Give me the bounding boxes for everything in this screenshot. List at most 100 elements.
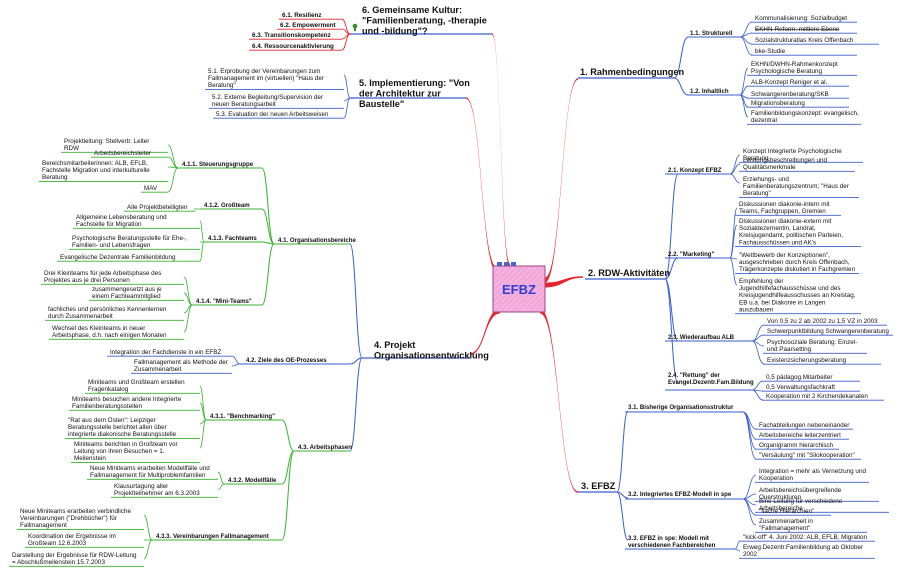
- leaf-steuerungsgruppe[interactable]: Bereichsmitarbeiterinnen: ALB, EFLB,Fach…: [42, 160, 150, 181]
- connector-line: [167, 144, 179, 169]
- leaf-bisherige-struktur[interactable]: Organigramm hierarchisch: [759, 442, 834, 449]
- subtopic-fachteams[interactable]: 4.1.3. Fachteams: [208, 235, 257, 242]
- connector-line: [217, 471, 225, 485]
- main-topic-rdw-aktivitaeten[interactable]: 2. RDW-Aktivitäten: [588, 268, 670, 278]
- leaf-integriertes-modell[interactable]: "flache Hierarchien": [759, 508, 814, 515]
- main-topic-rahmenbedingungen[interactable]: 1. Rahmenbedingungen: [580, 67, 685, 77]
- leaf-grossteam[interactable]: Alle Projektbeteiligten: [127, 204, 188, 211]
- subtopic-benchmarking[interactable]: 4.3.1. "Benchmarking": [210, 413, 275, 420]
- leaf-strukturell[interactable]: Kommunalisierung: Sozialbudget: [755, 15, 847, 22]
- subtopic-integriertes-efbz-modell[interactable]: 3.2. Integriertes EFBZ-Modell in spe: [628, 491, 732, 498]
- branch-connector-3: [540, 308, 578, 493]
- subtopic-grossteam[interactable]: 4.1.2. Großteam: [204, 202, 250, 209]
- leaf-bisherige-struktur[interactable]: Fachabteilungen nebeneinander: [759, 422, 849, 429]
- leaf-vereinbarungen-fallmanagement[interactable]: Darstellung der Ergebnisse für RDW-Leitu…: [12, 552, 137, 566]
- leaf-inhaltlich[interactable]: Familienbildungskonzept: evangelisch,dez…: [751, 110, 859, 124]
- subtopic-steuerungsgruppe[interactable]: 4.1.1. Steuerungsgruppe: [182, 161, 254, 168]
- connector-line: [616, 491, 629, 541]
- leaf-strukturell[interactable]: Sozialstrukturatlas Kreis Offenbach: [755, 37, 854, 44]
- connector-lines: [9, 18, 893, 567]
- connector-line: [673, 36, 689, 79]
- leaf-gemeinsame-kultur[interactable]: 6.2. Empowerment: [280, 22, 337, 29]
- main-topic-efbz[interactable]: 3. EFBZ: [581, 481, 616, 491]
- leaf-gemeinsame-kultur[interactable]: 6.4. Ressourcenaktivierung: [252, 43, 334, 50]
- connector-line: [729, 257, 738, 286]
- leaf-steuerungsgruppe[interactable]: Arbeitsbereichsleiter: [94, 150, 151, 157]
- leaf-inhaltlich[interactable]: Schwangerenberatung/SKB: [751, 91, 829, 98]
- subtopic-strukturell[interactable]: 1.1. Strukturell: [690, 30, 733, 37]
- leaf-ziele-oe[interactable]: Integration der Fachdienste in ein EFBZ: [110, 349, 221, 356]
- leaf-strukturell[interactable]: EKHN-Reform: mittlere Ebene: [755, 26, 840, 33]
- leaf-fachteams[interactable]: Evangelische Dezentrale Familienbildung: [60, 254, 176, 261]
- connector-line: [751, 324, 765, 342]
- leaf-implementierung[interactable]: 5.3. Evaluation der neuen Arbeitsweisen: [216, 111, 329, 118]
- subtopic-organisationsbereiche[interactable]: 4.1. Organisationsbereiche: [278, 237, 357, 244]
- subtopic-arbeitsphasen[interactable]: 4.3. Arbeitsphasen: [298, 444, 352, 451]
- subtopic-marketing[interactable]: 2.2. "Marketing": [668, 251, 715, 258]
- connector-line: [734, 540, 741, 550]
- center-topic[interactable]: EFBZ: [492, 262, 546, 313]
- leaf-modellfaelle[interactable]: Neue Miniteams erarbeiten Modellfälle un…: [90, 465, 210, 479]
- leaf-wiederaufbau-alb[interactable]: Existenzsicherungsberatung: [767, 357, 847, 364]
- leaf-wiederaufbau-alb[interactable]: Von 0,5 zu 2 ab 2002 zu 1,5 VZ in 2003: [767, 318, 878, 325]
- leaf-gemeinsame-kultur[interactable]: 6.1. Resilienz: [282, 12, 322, 19]
- leaf-mini-teams[interactable]: fachliches und persönliches Kennenlernen…: [48, 306, 167, 320]
- leaf-integriertes-modell[interactable]: Zusammenarbeit in"Fallmanagement": [759, 518, 813, 532]
- leaf-inhaltlich[interactable]: ALB-Konzept Reniger et al.: [751, 79, 828, 86]
- subtopic-inhaltlich[interactable]: 1.2. Inhaltlich: [690, 88, 729, 95]
- leaf-gemeinsame-kultur[interactable]: 6.3. Transitionskompetenz: [252, 32, 331, 39]
- leaf-strukturell[interactable]: bke-Studie: [755, 48, 786, 55]
- connector-line: [729, 224, 738, 259]
- leaf-bisherige-struktur[interactable]: "Versäulung" mit "Silokooperation": [759, 452, 855, 459]
- leaf-rettung-familienbildung[interactable]: 0,5 pädagog.Mitarbeiter: [766, 374, 833, 381]
- leaf-efbz-fachbereiche[interactable]: "kick-off" 4. Juni 2002: ALB, EFLB, Migr…: [743, 534, 868, 541]
- subtopic-vereinbarungen-fallmanagement[interactable]: 4.3.3. Vereinbarungen Fallmanagement: [156, 533, 269, 540]
- leaf-marketing[interactable]: "Wettbewerb der Konzeptionen",ausgeschri…: [739, 252, 855, 273]
- leaf-mini-teams[interactable]: Drei Kleinteams für jede Arbeitsphase de…: [44, 270, 161, 284]
- subtopic-konzept-efbz[interactable]: 2.1. Konzept EFBZ: [668, 167, 722, 174]
- leaf-inhaltlich[interactable]: Migrationsberatung: [751, 100, 805, 107]
- leaf-bisherige-struktur[interactable]: Arbeitsbereiche leiterzentriert: [759, 432, 841, 439]
- subtopic-bisherige-organisationsstruktur[interactable]: 3.1. Bisherige Organisationsstruktur: [628, 404, 734, 411]
- leaf-rettung-familienbildung[interactable]: 0,5 Verwaltungsfachkraft: [766, 384, 835, 391]
- subtopic-ziele-oe-prozess[interactable]: 4.2. Ziele des OE-Prozesses: [246, 357, 327, 364]
- leaf-wiederaufbau-alb[interactable]: Schwerpunktbildung Schwangerenberatung: [767, 328, 889, 335]
- main-topic-gemeinsame-kultur[interactable]: 6. Gemeinsame Kultur:"Familienberatung, …: [362, 5, 487, 36]
- leaf-rettung-familienbildung[interactable]: Kooperation mit 2 Kirchendekanaten: [766, 393, 868, 400]
- leaf-steuerungsgruppe[interactable]: MAV: [144, 185, 158, 192]
- leaf-wiederaufbau-alb[interactable]: Psychosoziale Beratung: Einzel-und Paars…: [767, 339, 857, 353]
- subtopic-modellfaelle[interactable]: 4.3.2. Modellfälle: [228, 477, 277, 484]
- subtopic-wiederaufbau-alb[interactable]: 2.3. Wiederaufbau ALB: [668, 334, 735, 341]
- leaf-fachteams[interactable]: Psychologische Beratungsstelle für Ehe-,…: [72, 235, 187, 249]
- subtopic-mini-teams[interactable]: 4.1.4. "Mini-Teams": [196, 298, 252, 305]
- leaf-efbz-fachbereiche[interactable]: Erweg.Dezentr.Familienbildung ab Oktober…: [743, 544, 863, 558]
